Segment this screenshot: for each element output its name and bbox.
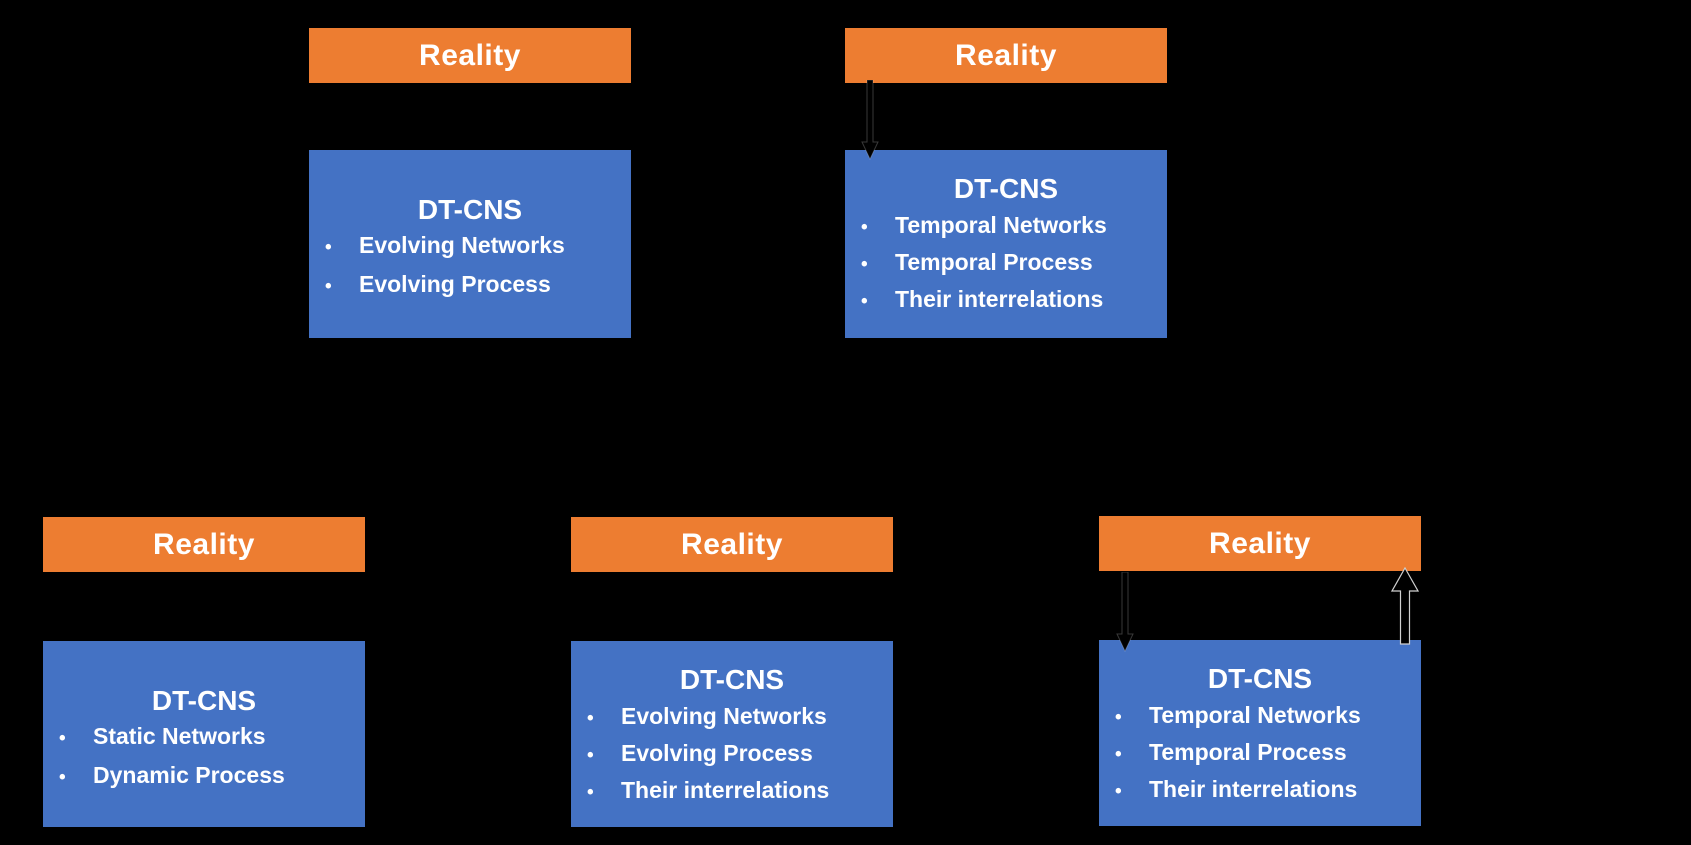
bullet-label: Dynamic Process [93,762,285,788]
bullet-item: • Temporal Process [1099,735,1421,772]
dtcns-box: DT-CNS • Temporal Networks • Temporal Proc… [845,150,1167,338]
bullet-item: • Temporal Networks [1099,698,1421,735]
panel-bottom-middle: Reality DT-CNS • Evolving Networks • Evolv… [571,517,893,832]
down-arrow-icon [1116,572,1134,652]
bullet-item: • Evolving Process [309,266,631,305]
down-arrow-icon [861,80,879,160]
reality-label: Reality [419,38,521,72]
reality-label: Reality [955,38,1057,72]
dtcns-title: DT-CNS [679,664,785,695]
bullet-dot: • [325,276,332,297]
bullet-dot: • [861,291,868,312]
reality-box: Reality [571,517,893,572]
up-arrow-icon [1391,567,1419,645]
bullet-list: • Evolving Networks • Evolving Process • Th… [571,699,893,810]
bullet-label: Evolving Process [359,271,551,297]
dtcns-title: DT-CNS [1207,663,1313,694]
bullet-label: Temporal Networks [1149,702,1361,728]
bullet-label: Evolving Networks [359,232,565,258]
bullet-label: Temporal Process [1149,739,1347,765]
bullet-list: • Temporal Networks • Temporal Process • Th… [1099,698,1421,809]
bullet-dot: • [587,745,594,766]
panel-top-left: Reality DT-CNS • Evolving Networks • Evolv… [309,28,631,343]
dtcns-box: DT-CNS • Evolving Networks • Evolving Proc… [309,150,631,338]
bullet-dot: • [1115,744,1122,765]
reality-box: Reality [309,28,631,83]
panel-bottom-left: Reality DT-CNS • Static Networks • Dynamic… [43,517,365,832]
dtcns-box: DT-CNS • Static Networks • Dynamic Process [43,641,365,827]
dtcns-box: DT-CNS • Temporal Networks • Temporal Proc… [1099,640,1421,826]
bullet-list: • Temporal Networks • Temporal Process • Th… [845,208,1167,319]
bullet-item: • Their interrelations [571,773,893,810]
panel-top-right: Reality DT-CNS • Temporal Networks • Tempo… [845,28,1167,343]
bullet-dot: • [861,254,868,275]
reality-box: Reality [1099,516,1421,571]
bullet-label: Static Networks [93,723,266,749]
bullet-dot: • [1115,781,1122,802]
bullet-label: Evolving Process [621,740,813,766]
bullet-dot: • [59,767,66,788]
dtcns-title: DT-CNS [953,173,1059,204]
bullet-dot: • [861,217,868,238]
bullet-label: Temporal Process [895,249,1093,275]
reality-box: Reality [845,28,1167,83]
bullet-dot: • [587,782,594,803]
bullet-dot: • [59,728,66,749]
bullet-list: • Evolving Networks • Evolving Process [309,227,631,305]
bullet-dot: • [587,708,594,729]
bullet-item: • Evolving Process [571,736,893,773]
dtcns-title: DT-CNS [417,194,523,225]
dtcns-box: DT-CNS • Evolving Networks • Evolving Proc… [571,641,893,827]
bullet-item: • Evolving Networks [571,699,893,736]
bullet-item: • Temporal Networks [845,208,1167,245]
dtcns-title: DT-CNS [151,685,257,716]
bullet-item: • Dynamic Process [43,757,365,796]
bullet-item: • Temporal Process [845,245,1167,282]
reality-label: Reality [681,527,783,561]
reality-box: Reality [43,517,365,572]
reality-label: Reality [153,527,255,561]
bullet-item: • Their interrelations [845,282,1167,319]
bullet-dot: • [1115,707,1122,728]
bullet-label: Their interrelations [1149,776,1358,802]
bullet-dot: • [325,237,332,258]
bullet-label: Their interrelations [895,286,1104,312]
bullet-item: • Evolving Networks [309,227,631,266]
bullet-label: Temporal Networks [895,212,1107,238]
bullet-label: Their interrelations [621,777,830,803]
bullet-item: • Their interrelations [1099,772,1421,809]
bullet-list: • Static Networks • Dynamic Process [43,718,365,796]
reality-label: Reality [1209,526,1311,560]
bullet-item: • Static Networks [43,718,365,757]
bullet-label: Evolving Networks [621,703,827,729]
panel-bottom-right: Reality DT-CNS • Temporal Networks • Tempo… [1099,516,1421,831]
